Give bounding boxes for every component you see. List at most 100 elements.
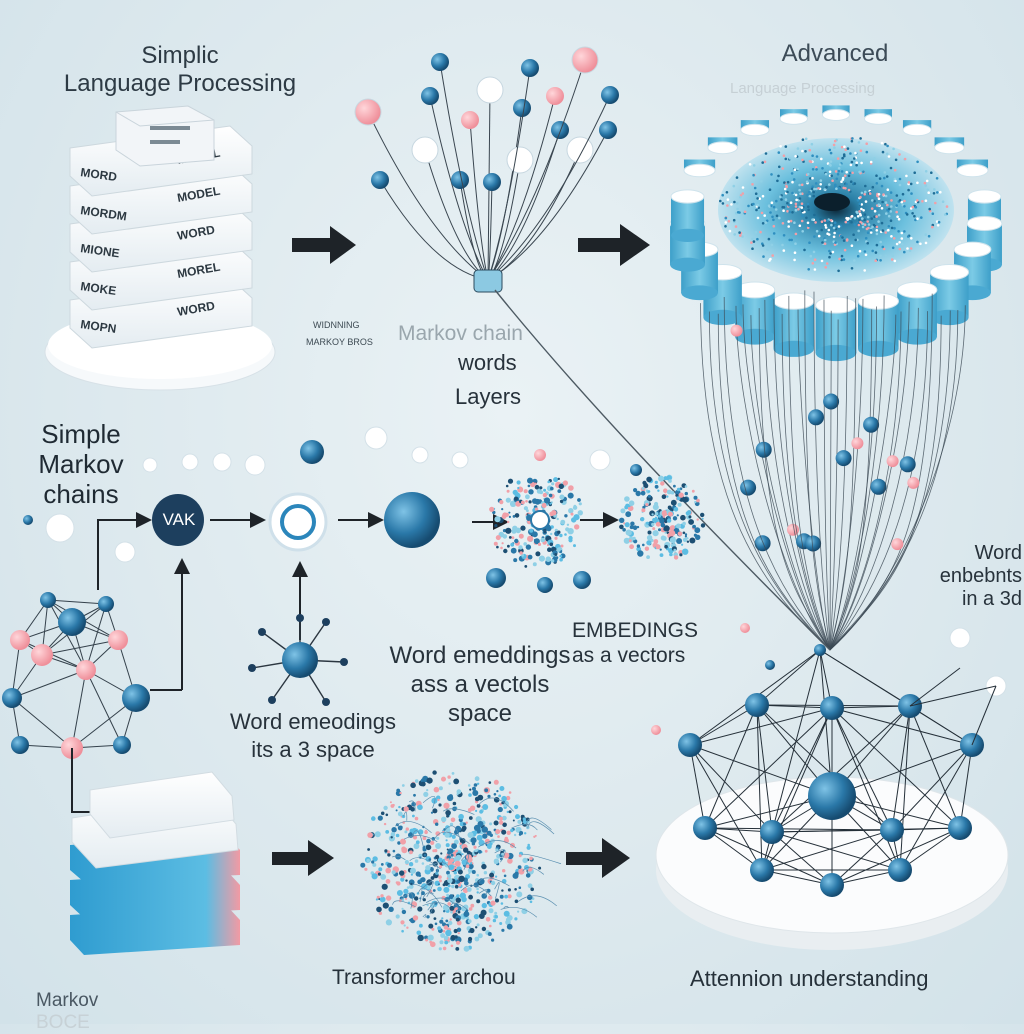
cylinder-top (821, 109, 851, 121)
satellite-node (322, 698, 330, 706)
satellite-node (268, 696, 276, 704)
tree-branch (429, 95, 489, 281)
word-bubble (451, 451, 469, 469)
heading-advanced: Advanced (781, 40, 889, 67)
hub-node (282, 642, 318, 678)
drop-line (829, 311, 902, 651)
word-bubble (630, 464, 642, 476)
satellite-node (258, 628, 266, 636)
transformer-particle-cloud (360, 770, 562, 952)
label-word-embeddings-center: Word emeddings ass a vectols space (389, 642, 571, 727)
word-bubble (411, 446, 429, 464)
heading-simple-markov: Simple Markov chains (38, 419, 124, 509)
tiny-label-2: MARKOY BROS (306, 337, 373, 347)
drop-line (742, 304, 831, 651)
tree-branch (439, 61, 489, 281)
platform-node (820, 696, 844, 720)
drop-line (829, 301, 910, 651)
markov-fan-tree (354, 46, 619, 293)
drop-node (899, 456, 916, 473)
platform-node (888, 858, 912, 882)
cylinder-top (929, 264, 970, 281)
cylinder-top (772, 292, 815, 310)
cylinder-top (953, 241, 992, 258)
word-bubble (486, 568, 506, 588)
drop-node (891, 538, 904, 551)
cylinder-top (857, 292, 900, 310)
word-bubble (244, 454, 266, 476)
platform-node (880, 818, 904, 842)
word-bubble (765, 660, 775, 670)
platform-node (760, 820, 784, 844)
satellite-node (296, 614, 304, 622)
markov-chain-row (23, 426, 1007, 735)
drop-line (735, 305, 831, 651)
word-bubble (651, 725, 661, 735)
graph-node (10, 630, 30, 650)
cylinder-top (670, 189, 705, 204)
platform-node (678, 733, 702, 757)
word-bubble (589, 449, 611, 471)
tree-node (411, 136, 439, 164)
right-arrow-icon (578, 224, 650, 266)
word-bubble (537, 577, 553, 593)
label-layers: Layers (455, 384, 522, 409)
tree-node (431, 53, 449, 71)
label-bottom-left-faint: BOCE (36, 1011, 90, 1033)
heading-word-right: Word enbebnts in a 3d (939, 542, 1022, 610)
word-bubble (949, 627, 971, 649)
drop-line (829, 295, 848, 651)
label-embeddings-right: EMBEDINGS as a vectors (572, 619, 699, 668)
drop-line (813, 291, 831, 651)
drop-line (829, 311, 929, 651)
word-bubble (364, 426, 388, 450)
tree-node (599, 121, 617, 139)
tree-branch (367, 111, 489, 281)
graph-node (108, 630, 128, 650)
tiny-label-1: WIDNNING (313, 320, 360, 330)
graph-node (122, 684, 150, 712)
drop-line (804, 290, 831, 651)
platform-node (750, 858, 774, 882)
drop-node (740, 479, 757, 496)
drop-node (870, 478, 887, 495)
label-markov-chain: Markov chain (398, 322, 523, 345)
platform-node (693, 816, 717, 840)
satellite-node (340, 658, 348, 666)
graph-node (98, 596, 114, 612)
tree-node (421, 87, 439, 105)
satellite-node (248, 664, 256, 672)
tree-root-node (473, 269, 503, 293)
cluster-core (530, 510, 550, 530)
platform-node (820, 873, 844, 897)
slab-label: MOKE (80, 279, 118, 298)
drop-node (823, 393, 840, 410)
tree-node (566, 136, 594, 164)
tree-node (551, 121, 569, 139)
graph-node (113, 736, 131, 754)
attention-drop-lines (700, 290, 966, 651)
tree-node (451, 171, 469, 189)
word-bubble (114, 541, 136, 563)
slab-label: WORD (176, 223, 216, 243)
drop-line (829, 319, 839, 651)
drop-line (823, 299, 831, 651)
graph-node (58, 608, 86, 636)
heading-advanced-sub: Language Processing (730, 80, 876, 97)
drop-line (829, 293, 933, 651)
drop-node (835, 450, 852, 467)
tree-node (521, 59, 539, 77)
label-word-embeddings-left: Word emeodings its a 3 space (230, 709, 396, 762)
document-stack-icon: MOPNWORDMOKEMORELMIONEWORDMORDMMODELMORD… (44, 105, 276, 391)
tree-node (571, 46, 599, 74)
tree-node (483, 173, 501, 191)
graph-node (40, 592, 56, 608)
tree-branch (487, 129, 609, 281)
slab-label: MIONE (80, 241, 121, 260)
word-bubble (740, 623, 750, 633)
tree-node (476, 76, 504, 104)
tree-node (513, 99, 531, 117)
word-bubble (212, 452, 232, 472)
graph-node (2, 688, 22, 708)
